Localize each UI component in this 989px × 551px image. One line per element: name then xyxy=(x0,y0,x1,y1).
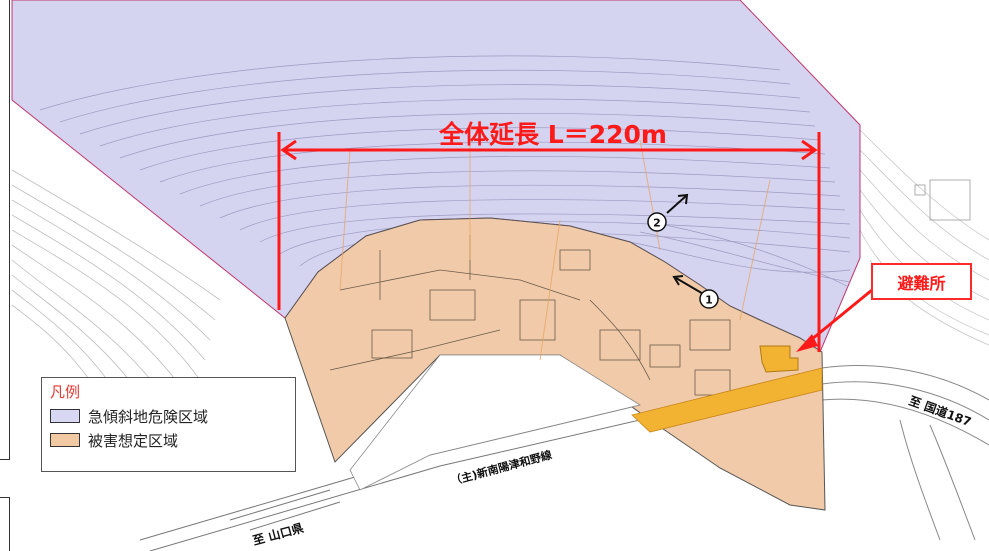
direction-marker-1: 1 xyxy=(672,275,719,309)
direction-marker-2: 2 xyxy=(647,193,689,232)
shelter-arrow xyxy=(796,288,873,352)
legend-item-danger-zone: 急傾斜地危険区域 xyxy=(50,404,287,428)
shelter-building xyxy=(759,345,799,373)
shelter-callout: 避難所 xyxy=(871,263,972,300)
total-length-label: 全体延長 L＝220m xyxy=(438,120,667,149)
road-name-label: （主)新南陽津和野線 xyxy=(449,447,553,487)
white-lot xyxy=(349,354,642,491)
shelter-callout-text: 避難所 xyxy=(897,273,946,293)
to-yamaguchi-label: 至 山口県 xyxy=(251,520,305,548)
road-band xyxy=(631,367,823,433)
damage-zone-swatch xyxy=(50,433,80,447)
frame-edge-divider xyxy=(0,459,10,460)
total-length-indicator xyxy=(277,132,821,352)
legend-item-label: 被害想定区域 xyxy=(88,431,179,450)
marker-1-label: 1 xyxy=(705,294,713,307)
danger-zone-swatch xyxy=(50,409,80,423)
legend-item-label: 急傾斜地危険区域 xyxy=(88,407,209,426)
legend-item-damage-zone: 被害想定区域 xyxy=(50,428,287,452)
marker-2-label: 2 xyxy=(653,217,661,230)
terrain-contours-right xyxy=(859,129,989,346)
legend: 凡例 急傾斜地危険区域 被害想定区域 xyxy=(41,377,296,472)
frame-edge-left-bottom xyxy=(0,497,10,551)
legend-title: 凡例 xyxy=(50,383,81,401)
to-route187-label: 至 国道187 xyxy=(907,393,973,429)
road-right xyxy=(821,365,989,541)
frame-edge-left xyxy=(0,0,10,460)
